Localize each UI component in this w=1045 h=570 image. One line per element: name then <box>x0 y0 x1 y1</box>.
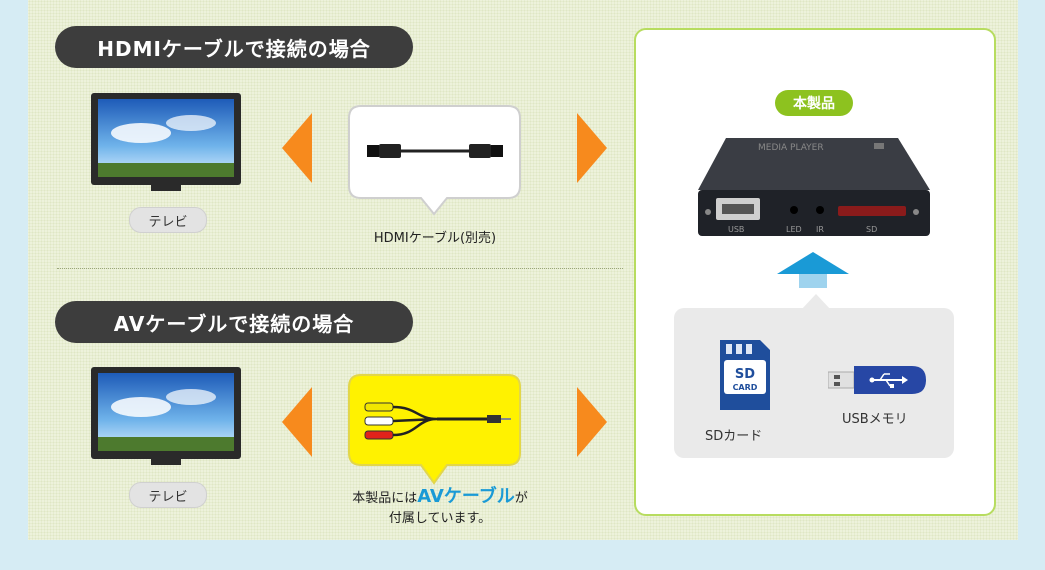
port-ir: IR <box>816 225 824 234</box>
sd-card-text-bottom: CARD <box>733 383 758 392</box>
av-caption-highlight: AVケーブル <box>417 486 515 507</box>
port-usb: USB <box>728 225 744 234</box>
av-caption-post: が <box>514 491 528 506</box>
media-player-image: MEDIA PLAYER USB LED IR SD <box>698 138 930 236</box>
media-box-pointer <box>801 294 831 310</box>
hdmi-cable-bubble <box>348 105 521 216</box>
port-sd: SD <box>866 225 877 234</box>
tv-icon <box>91 93 241 191</box>
av-cable-bubble <box>348 374 521 485</box>
hdmi-cable-caption: HDMIケーブル(別売) <box>373 231 497 246</box>
usb-memory-label: USBメモリ <box>842 412 908 427</box>
right-arrow-icon <box>577 113 607 183</box>
av-cable-caption: 本製品にはAVケーブルが 付属しています。 <box>320 487 560 529</box>
tv-icon <box>91 367 241 465</box>
av-section-title: AVケーブルで接続の場合 <box>55 301 413 343</box>
port-led: LED <box>786 225 802 234</box>
tv-label: テレビ <box>129 207 207 233</box>
section-divider <box>57 268 623 269</box>
up-arrow-icon <box>777 252 849 288</box>
usb-memory-icon <box>828 366 926 394</box>
av-caption-pre: 本製品には <box>352 491 418 506</box>
av-caption-line2: 付属しています。 <box>388 511 492 526</box>
left-arrow-icon <box>282 113 312 183</box>
tv-label: テレビ <box>129 482 207 508</box>
sd-card-text-top: SD <box>735 367 755 382</box>
sd-card-label: SDカード <box>705 429 763 444</box>
product-badge: 本製品 <box>775 90 853 116</box>
brand-text: MEDIA PLAYER <box>758 143 824 153</box>
left-arrow-icon <box>282 387 312 457</box>
sd-card-icon: SD CARD <box>720 340 770 410</box>
hdmi-section-title: HDMIケーブルで接続の場合 <box>55 26 413 68</box>
right-arrow-icon <box>577 387 607 457</box>
